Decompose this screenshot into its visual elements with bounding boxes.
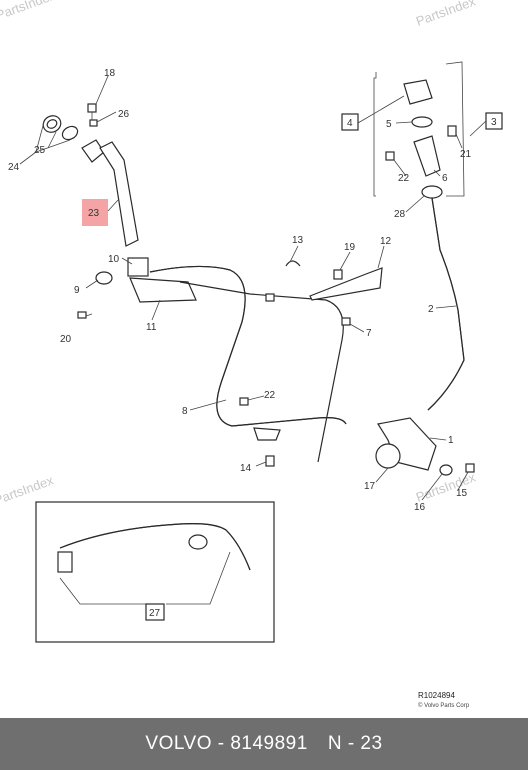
callout-22-center: 22 <box>264 390 276 401</box>
bracket-part-12 <box>309 267 383 301</box>
diagram-reference-number: R1024894 <box>418 691 455 700</box>
callout-25: 25 <box>34 145 46 156</box>
bolt-part-14 <box>265 455 275 467</box>
callout-labels: 18 26 25 24 23 10 9 20 11 13 19 12 7 8 2… <box>8 68 497 513</box>
bolt-part-19 <box>333 269 343 280</box>
tank-connector-part-1 <box>377 417 437 471</box>
bolt-part-21 <box>447 125 457 137</box>
callout-28: 28 <box>394 209 406 220</box>
callout-18: 18 <box>104 68 116 79</box>
filler-cap-assembly <box>373 61 475 476</box>
watermark-top-right: PartsIndex <box>414 0 478 29</box>
diagram-code: N - 23 <box>327 733 383 754</box>
valve-part-10 <box>127 257 149 277</box>
callout-14: 14 <box>240 463 252 474</box>
clamp-part-28 <box>421 185 443 199</box>
callout-6: 6 <box>442 173 448 184</box>
callout-1: 1 <box>448 435 454 446</box>
callout-9: 9 <box>74 285 80 296</box>
callout-23: 23 <box>88 208 100 219</box>
callout-11: 11 <box>146 322 157 333</box>
callout-12: 12 <box>380 236 392 247</box>
watermark-top-left: PartsIndex <box>0 0 58 23</box>
part-info-footer: VOLVO - 8149891 N - 23 <box>0 718 528 770</box>
callout-2: 2 <box>428 304 434 315</box>
exploded-parts-diagram: PartsIndex PartsIndex PartsIndex PartsIn… <box>0 0 503 709</box>
bracket-part-11 <box>129 277 197 303</box>
inset-clip <box>188 534 208 550</box>
inset-connector-left <box>57 551 73 573</box>
callout-24: 24 <box>8 162 20 173</box>
bolt-part-18 <box>87 103 97 113</box>
nut-part-13 <box>265 293 275 302</box>
clip-part-7 <box>341 317 351 326</box>
filler-neck-upper-assembly <box>42 103 139 247</box>
callout-15: 15 <box>456 488 468 499</box>
callout-27: 27 <box>149 608 161 619</box>
callout-26: 26 <box>118 109 130 120</box>
callout-box-4 <box>341 113 359 131</box>
detail-inset-27: 27 <box>35 501 275 643</box>
callout-5: 5 <box>386 119 392 130</box>
bracket-lower <box>253 427 281 441</box>
clip-part-13 <box>285 260 301 267</box>
grommet-part-17 <box>375 443 401 469</box>
callout-17: 17 <box>364 481 376 492</box>
copyright-notice: © Volvo Parts Corp <box>418 702 470 709</box>
brand-part-number: VOLVO - 8149891 <box>145 733 308 754</box>
vent-line <box>179 281 344 463</box>
center-hose-assembly <box>77 257 383 467</box>
callout-8: 8 <box>182 406 188 417</box>
filler-pipe-part-23 <box>99 141 139 247</box>
callout-19: 19 <box>344 242 356 253</box>
callout-22-right: 22 <box>398 173 410 184</box>
clip-part-26 <box>89 119 98 127</box>
callout-20: 20 <box>60 334 72 345</box>
callout-4: 4 <box>347 118 353 129</box>
nut-part-22-center <box>239 397 249 406</box>
inset-frame <box>35 501 275 643</box>
neck-connector-part <box>81 139 105 163</box>
screw-part-20 <box>77 311 87 319</box>
callout-16: 16 <box>414 502 426 513</box>
filler-neck-part-6 <box>413 135 441 177</box>
callout-3: 3 <box>491 117 497 128</box>
washer-part-16 <box>439 464 453 476</box>
callout-13: 13 <box>292 235 304 246</box>
highlight-box-23 <box>82 199 108 226</box>
gasket-ring-part <box>42 115 62 133</box>
filler-cap-part-4 <box>403 79 433 105</box>
leader-lines <box>19 75 487 501</box>
callout-7: 7 <box>366 328 372 339</box>
callout-21: 21 <box>460 149 472 160</box>
inset-vent-hose <box>59 523 251 571</box>
callout-box-27 <box>145 603 165 621</box>
bolt-part-15 <box>465 463 475 473</box>
nut-part-22-right <box>385 151 395 161</box>
clamp-part-9 <box>95 271 113 285</box>
callout-10: 10 <box>108 254 120 265</box>
o-ring-part <box>61 125 79 141</box>
seal-ring-part-5 <box>411 116 433 128</box>
